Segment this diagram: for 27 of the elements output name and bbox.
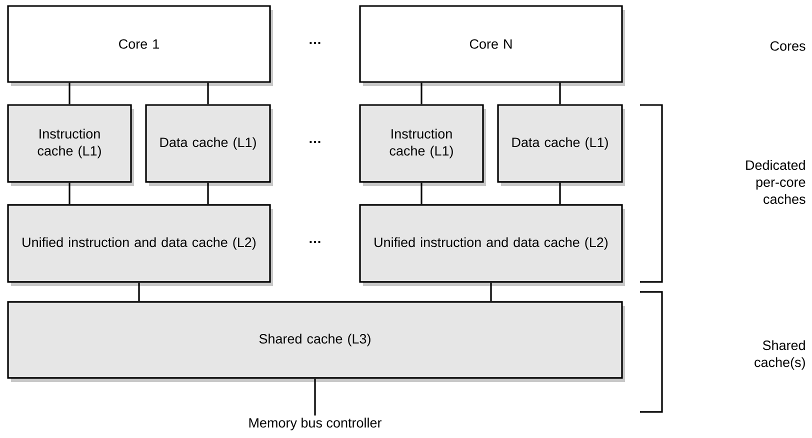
side-label: Dedicated per-core caches: [746, 160, 806, 204]
cache-box: Shared cache (L3): [7, 301, 625, 382]
ellipsis: …: [310, 140, 320, 143]
connector-line: [68, 182, 70, 204]
cache-box: Instruction cache (L1): [7, 104, 134, 186]
cache-box: Data cache (L1): [145, 104, 273, 186]
connector-line: [68, 82, 70, 104]
cache-box: Unified instruction and data cache (L2): [359, 204, 625, 286]
connector-line: [559, 82, 561, 104]
connector-line: [138, 282, 140, 302]
connector-line: [207, 82, 209, 104]
core-box: Core 1: [7, 5, 273, 86]
ellipsis: …: [310, 240, 320, 243]
connector-line: [559, 182, 561, 204]
cache-box: Unified instruction and data cache (L2): [7, 204, 273, 286]
cache-box: Data cache (L1): [497, 104, 625, 186]
connector-line: [207, 182, 209, 204]
connector-line: [314, 378, 316, 416]
side-label: Shared cache(s): [754, 340, 805, 370]
node-label: Memory bus controller: [249, 418, 382, 430]
ellipsis: …: [310, 42, 320, 44]
connector-line: [420, 182, 422, 204]
connector-line: [490, 282, 492, 302]
core-box: Core N: [359, 5, 625, 86]
connector-line: [420, 82, 422, 104]
cache-box: Instruction cache (L1): [359, 104, 486, 186]
side-label: Cores: [770, 41, 806, 51]
